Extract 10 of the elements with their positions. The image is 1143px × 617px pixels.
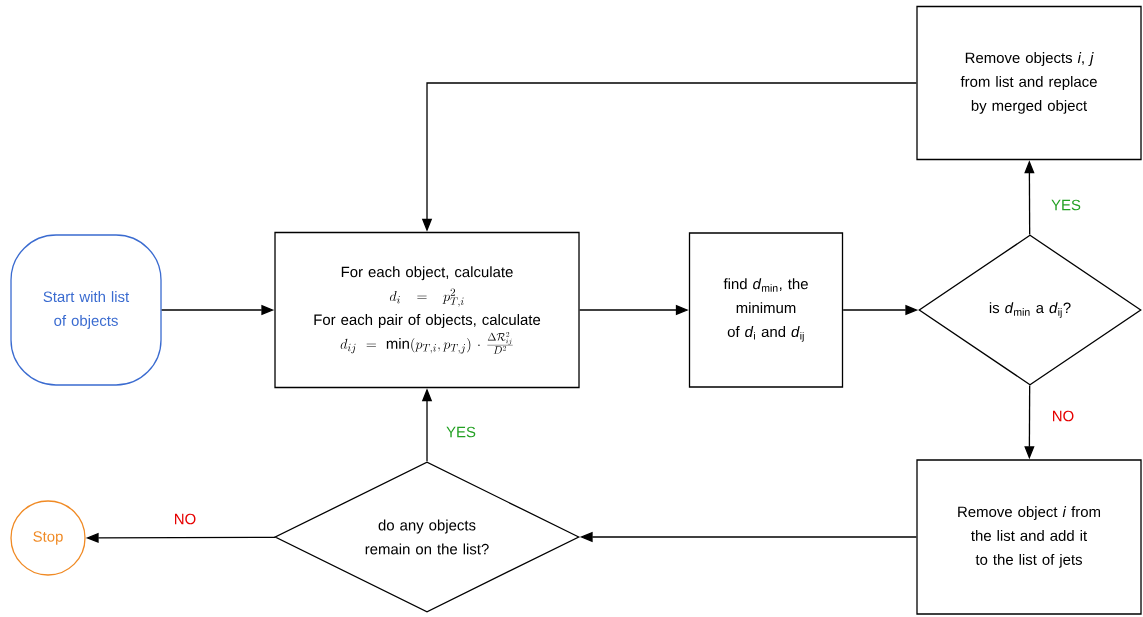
start-terminal: Start with list of objects [10, 234, 162, 386]
edge-label: NO [1050, 409, 1076, 423]
process-box: Remove objects i, j from list and replace by merged object [916, 5, 1142, 161]
edge-label: YES [445, 425, 477, 439]
process-box: find d$_{min}$, the minimum of d$_{i}$ and d$_{ij}$ [688, 232, 844, 388]
process-box: Remove object i from the list and add it to the list of jets [916, 459, 1142, 615]
edge-label: NO [172, 512, 198, 526]
edge-label: YES [1050, 198, 1082, 212]
stop-terminal: Stop [10, 500, 86, 576]
process-box: For each object, calculate $d_i = p_{T,i}^2$ For each pair of objects, calculate $d_{ij} = \min(p_{T,i},p_{T,j})\cdot\frac{\Delta\mathcal{R}_{ij}^2}{D^2}$ [274, 231, 580, 389]
